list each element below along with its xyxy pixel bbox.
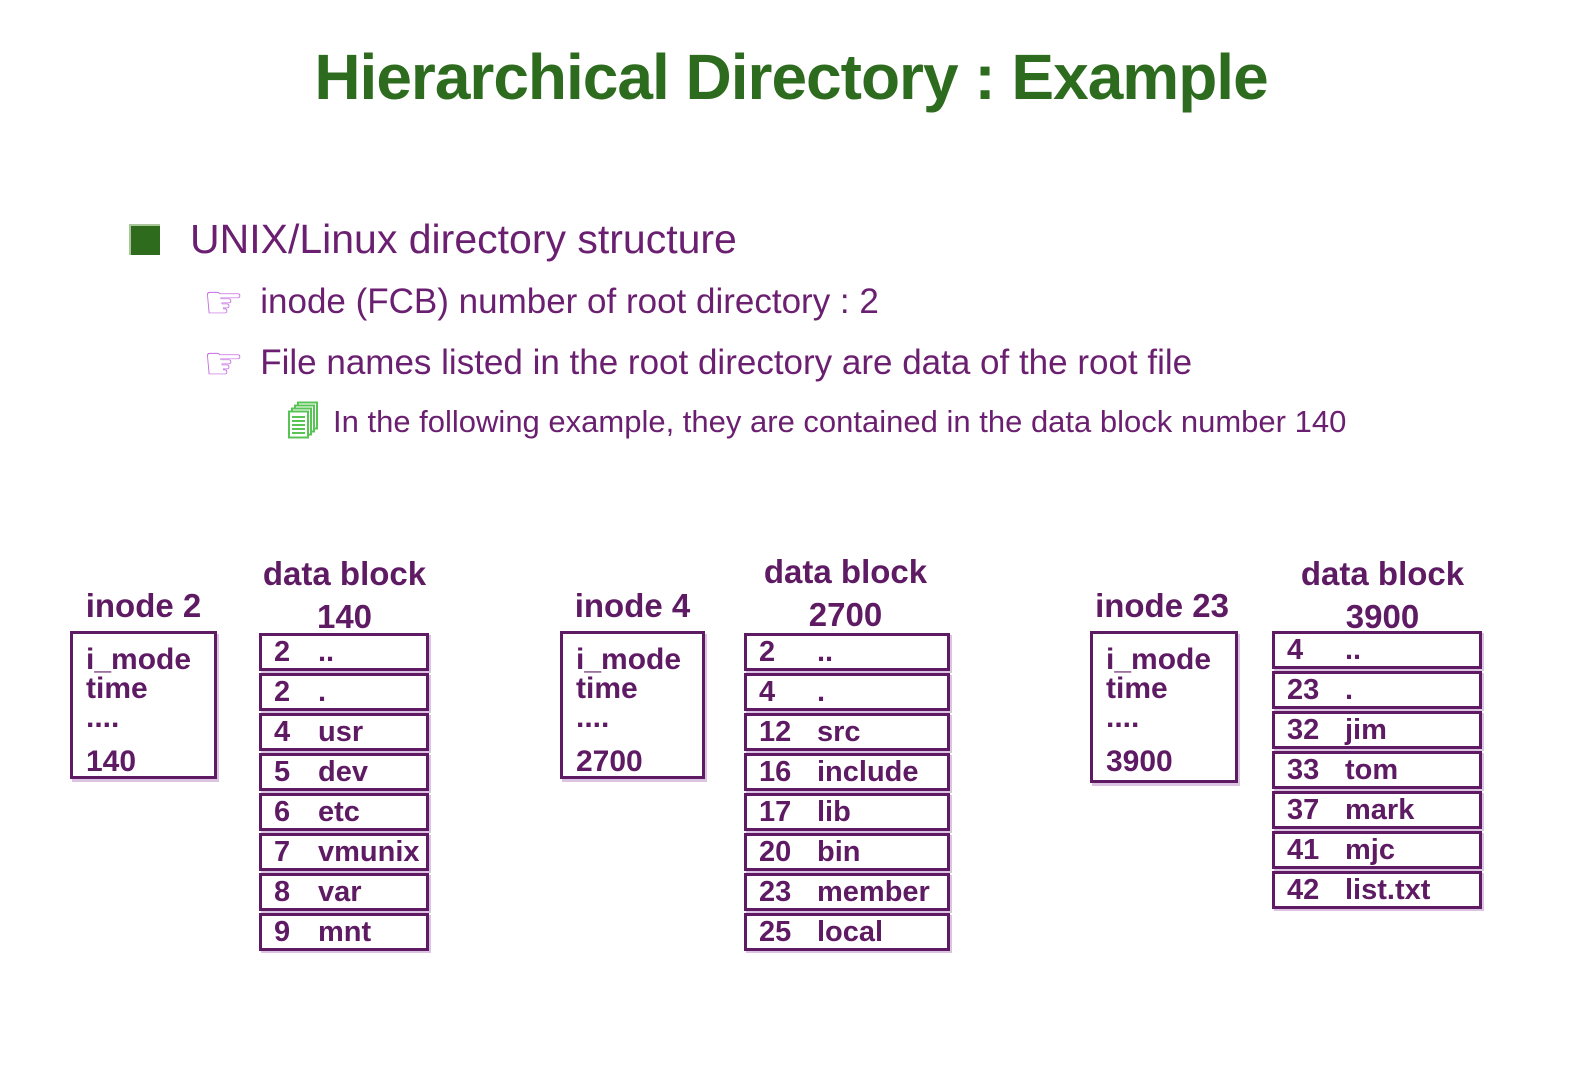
inode-label: inode 4 (574, 587, 691, 624)
directory-entry: 2.. (744, 633, 950, 671)
inode-field: time (86, 672, 148, 705)
inode-field: time (1106, 672, 1168, 705)
inode-block-pointer: 2700 (576, 745, 643, 778)
bullet-level2-item: ☞ File names listed in the root director… (203, 340, 1192, 386)
data-block-label: data block 2700 (738, 550, 953, 636)
inode-block-pointer: 140 (86, 745, 137, 778)
bullet-level3-text: In the following example, they are conta… (333, 404, 1347, 439)
data-block-number: 2700 (808, 596, 883, 633)
directory-entry: 4. (744, 673, 950, 711)
directory-entry: 4.. (1272, 631, 1482, 669)
bullet-level1-text: UNIX/Linux directory structure (190, 216, 737, 262)
page-title: Hierarchical Directory : Example (314, 41, 1268, 113)
directory-entry: 2.. (259, 633, 429, 671)
data-block-number: 3900 (1345, 598, 1420, 635)
inode-field: i_mode (1106, 643, 1212, 676)
inode-field: .... (576, 701, 610, 734)
documents-icon (288, 401, 318, 439)
data-block-label: data block 140 (252, 552, 437, 638)
directory-entry: 2. (259, 673, 429, 711)
inode-block-pointer: 3900 (1106, 745, 1173, 778)
inode-label: inode 2 (85, 587, 202, 624)
bullet-level2-item: ☞ inode (FCB) number of root directory :… (203, 279, 879, 325)
inode-label: inode 23 (1095, 587, 1229, 624)
bullet-level2-text: inode (FCB) number of root directory : 2 (260, 282, 879, 321)
bullet-level3: In the following example, they are conta… (287, 401, 1346, 443)
pointing-finger-icon: ☞ (203, 276, 245, 328)
inode-box: i_mode time .... 3900 (1090, 631, 1238, 783)
bullet-level2-text: File names listed in the root directory … (260, 343, 1193, 382)
bullet-level1: UNIX/Linux directory structure (129, 216, 737, 263)
inode-field: i_mode (576, 643, 682, 676)
inode-field: .... (86, 701, 120, 734)
data-block-label-text: data block (763, 553, 928, 590)
data-block-label-text: data block (1300, 555, 1465, 592)
data-block-number: 140 (316, 598, 373, 635)
pointing-finger-icon: ☞ (203, 337, 245, 389)
inode-field: i_mode (86, 643, 192, 676)
data-block-label-text: data block (262, 555, 427, 592)
data-block-label: data block 3900 (1280, 552, 1485, 638)
square-bullet-icon (129, 224, 160, 255)
inode-box: i_mode time .... 140 (70, 631, 217, 779)
inode-box: i_mode time .... 2700 (560, 631, 705, 779)
inode-field: .... (1106, 701, 1140, 734)
directory-entry: 23. (1272, 671, 1482, 709)
inode-field: time (576, 672, 638, 705)
